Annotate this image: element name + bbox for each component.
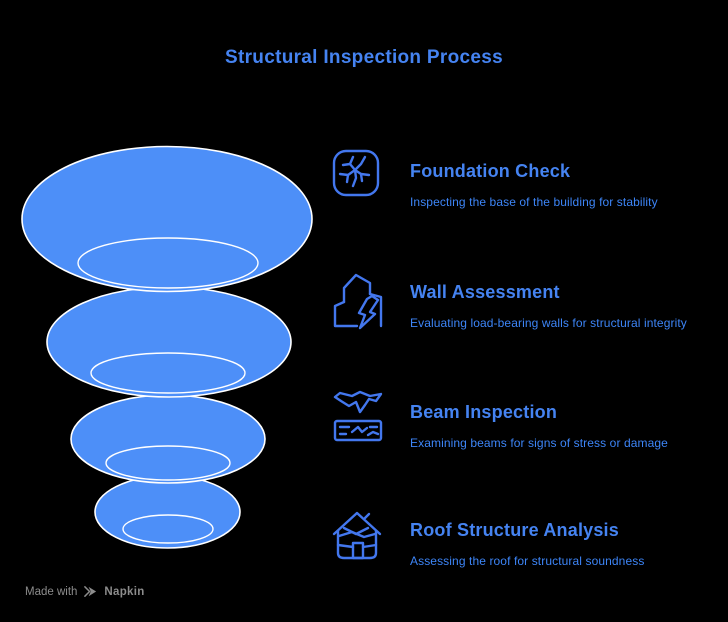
cracked-roof-house-icon: [330, 506, 384, 567]
step-description: Inspecting the base of the building for …: [410, 195, 658, 209]
step-description: Evaluating load-bearing walls for struct…: [410, 316, 687, 330]
funnel-diagram: [21, 145, 313, 549]
step-beam-inspection: Beam Inspection Examining beams for sign…: [330, 388, 720, 452]
step-heading: Beam Inspection: [410, 402, 558, 422]
page-title: Structural Inspection Process: [225, 47, 503, 68]
step-heading: Roof Structure Analysis: [410, 520, 619, 540]
funnel-level-1-inner: [77, 237, 259, 289]
step-roof-structure-analysis: Roof Structure Analysis Assessing the ro…: [330, 506, 720, 570]
step-foundation-check: Foundation Check Inspecting the base of …: [330, 147, 720, 211]
watermark: Made with Napkin: [25, 584, 145, 599]
cracked-beam-icon: [330, 388, 386, 449]
watermark-prefix: Made with: [25, 585, 78, 598]
napkin-pen-icon: [84, 586, 97, 597]
step-description: Assessing the roof for structural soundn…: [410, 554, 645, 568]
step-text-block: Foundation Check Inspecting the base of …: [410, 160, 720, 211]
step-description: Examining beams for signs of stress or d…: [410, 436, 668, 450]
funnel-level-4-inner: [122, 514, 214, 544]
watermark-brand: Napkin: [104, 585, 145, 598]
funnel-level-3-inner: [105, 445, 231, 481]
step-text-block: Wall Assessment Evaluating load-bearing …: [410, 281, 720, 332]
cracked-wall-house-icon: [330, 268, 386, 335]
step-wall-assessment: Wall Assessment Evaluating load-bearing …: [330, 268, 720, 332]
cracked-foundation-icon: [330, 147, 382, 204]
funnel-level-2-inner: [90, 352, 246, 394]
step-text-block: Roof Structure Analysis Assessing the ro…: [410, 519, 720, 570]
step-heading: Foundation Check: [410, 161, 571, 181]
step-heading: Wall Assessment: [410, 282, 560, 302]
step-text-block: Beam Inspection Examining beams for sign…: [410, 401, 720, 452]
